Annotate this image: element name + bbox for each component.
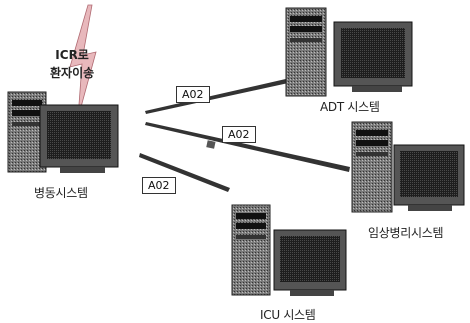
ward-system-computer-icon [7, 91, 119, 173]
lab-system-computer-icon [351, 121, 465, 213]
link-ward-to-adt [145, 78, 293, 114]
icu-system-label: ICU 시스템 [260, 308, 316, 322]
adt-system-computer-icon [285, 7, 413, 97]
message-box-to-icu: A02 [142, 177, 176, 194]
link-ward-to-lab [145, 122, 350, 172]
link-ward-to-icu [139, 153, 230, 192]
transfer-note-line2: 환자이송 [50, 66, 95, 80]
transfer-bolt-icon [69, 4, 97, 119]
transfer-note: ICR로 환자이송 [50, 46, 94, 82]
message-box-to-lab: A02 [222, 126, 256, 143]
lab-system-label: 임상병리시스템 [368, 226, 444, 240]
transfer-note-line1: ICR로 [55, 48, 89, 62]
ward-system-label: 병동시스템 [34, 186, 88, 200]
message-box-to-adt: A02 [176, 86, 210, 103]
adt-system-label: ADT 시스템 [320, 100, 380, 114]
icu-system-computer-icon [231, 204, 347, 296]
